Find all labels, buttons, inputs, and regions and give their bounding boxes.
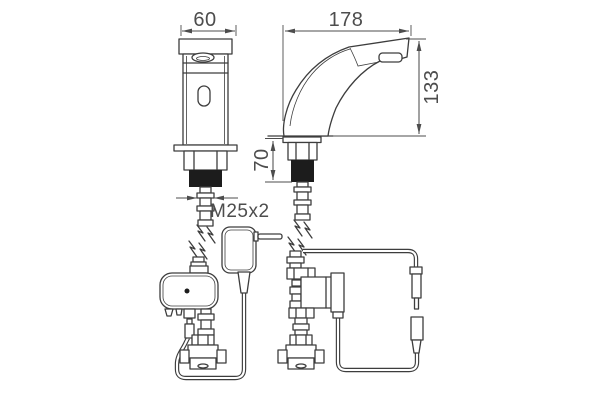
jack-collar (409, 266, 423, 275)
supply-hose (196, 186, 215, 227)
socket-taper (411, 339, 422, 354)
box-tab (164, 308, 174, 317)
break-symbol (196, 224, 216, 244)
inlet-hose (286, 250, 305, 269)
spout-inner-line (289, 48, 351, 127)
break-symbol (293, 219, 313, 239)
sensor-window (197, 85, 211, 107)
valve-port (277, 349, 288, 364)
pipe-couplings (286, 267, 316, 309)
valve-nut (191, 334, 215, 346)
solenoid-cable-core (336, 316, 419, 372)
solenoid-body (300, 276, 333, 309)
dim-178-label: 178 (329, 9, 364, 31)
dimension-length-178: 178 (282, 9, 412, 121)
sensor-cable (303, 248, 419, 268)
adapter-body-inner (224, 229, 254, 271)
box-inlet-collar (189, 265, 209, 274)
valve-detail (197, 363, 209, 369)
strain-relief (237, 271, 251, 294)
power-adapter (221, 226, 283, 294)
solenoid-valve (300, 272, 345, 319)
power-socket (183, 308, 196, 319)
valve-body (187, 344, 219, 359)
valve-port (179, 349, 190, 364)
installation-left (159, 226, 283, 381)
outlet-pipe (197, 308, 215, 336)
mounting-nut (183, 150, 228, 171)
faucet-side-view (267, 37, 410, 239)
threaded-shank (189, 170, 222, 187)
solenoid-cable-gland (332, 311, 344, 319)
base-flange (282, 136, 322, 144)
spout-outline (282, 37, 410, 137)
valve-port (216, 349, 227, 364)
jack-plug-male (409, 266, 423, 310)
valve-nut (289, 334, 313, 346)
dimension-height-133: 133 (333, 38, 443, 137)
jack-socket-female (410, 316, 424, 354)
sensor-cable-core (303, 249, 418, 268)
pipe-nut (288, 307, 315, 319)
valve-port (314, 349, 325, 364)
solenoid-end-cap (330, 272, 345, 313)
outlet-pipe (288, 307, 315, 336)
socket-body (410, 316, 424, 341)
aerator (378, 52, 403, 63)
angle-valve (179, 334, 227, 370)
jack-tip (413, 297, 420, 310)
dimension-thread-m25x2: M25x2 (176, 195, 270, 222)
mounting-nut (287, 141, 318, 161)
led-indicator (184, 288, 190, 294)
dimension-shank-70: 70 (251, 138, 292, 183)
jack-plug-body (184, 323, 195, 339)
dimension-width-60: 60 (180, 9, 237, 36)
jack-body (411, 273, 422, 299)
adapter-body (221, 226, 257, 274)
supply-hose (293, 181, 312, 221)
dim-133-label: 133 (421, 70, 443, 105)
installation-right (277, 236, 424, 373)
break-symbol (188, 240, 208, 260)
jack-plug (184, 318, 195, 339)
valve-detail (295, 363, 307, 369)
dim-60-label: 60 (193, 9, 216, 31)
base-flange (173, 144, 238, 152)
spout-head-joint (349, 47, 380, 67)
control-box-inner (162, 275, 216, 307)
valve-body (285, 344, 317, 359)
spout-outlet-inner (196, 56, 210, 61)
angle-valve (277, 334, 325, 370)
faucet-front-view (173, 38, 238, 244)
control-box (159, 272, 219, 319)
dim-m25x2-label: M25x2 (210, 201, 270, 222)
faucet-top-cap (178, 38, 233, 55)
adapter-pin (257, 233, 283, 240)
solenoid-cable (335, 316, 420, 373)
jack-plug-tip (186, 318, 193, 325)
threaded-shank (291, 160, 314, 182)
box-tab (175, 308, 183, 316)
dim-70-label: 70 (251, 148, 273, 171)
